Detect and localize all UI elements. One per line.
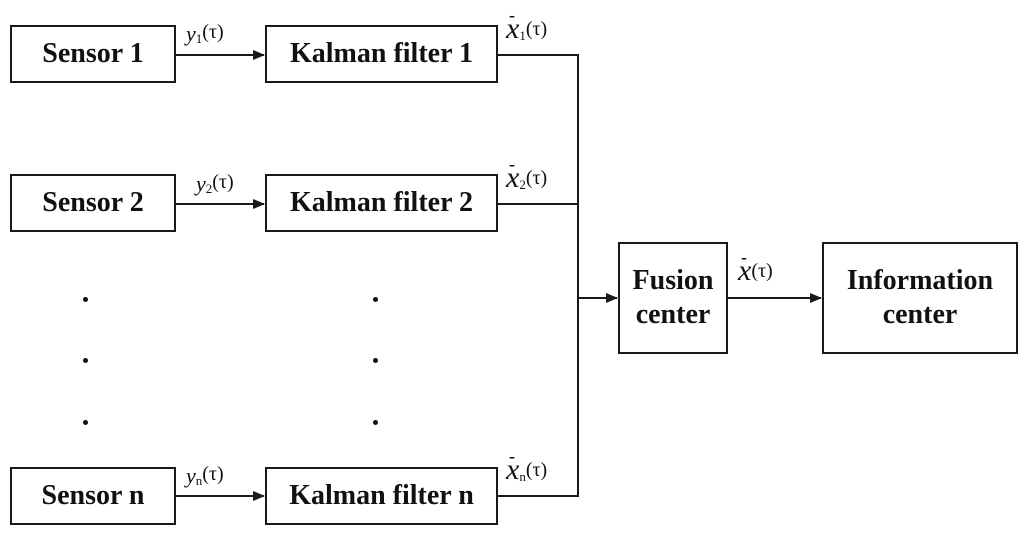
information-center-line1: Information xyxy=(846,265,994,296)
estimate-label-n: -xn(τ) xyxy=(506,446,548,486)
sensor-1-label: Sensor 1 xyxy=(42,38,144,69)
kalman-filter-n-label: Kalman filter n xyxy=(289,480,474,511)
ellipsis-dot-sensors-1 xyxy=(83,297,88,302)
information-center-box: Information center xyxy=(822,242,1018,354)
fusion-center-line2: center xyxy=(635,299,711,330)
sensor-n-label: Sensor n xyxy=(41,480,145,511)
fusion-center-line1: Fusion xyxy=(632,265,714,296)
line-filter1-bus xyxy=(498,54,579,497)
ellipsis-dot-filters-3 xyxy=(373,420,378,425)
measurement-label-1: y1(τ) xyxy=(186,21,224,46)
measurement-label-n: yn(τ) xyxy=(186,463,224,488)
ellipsis-dot-sensors-3 xyxy=(83,420,88,425)
fused-estimate-label: -x(τ) xyxy=(738,247,773,287)
kalman-filter-1-label: Kalman filter 1 xyxy=(289,38,473,69)
kalman-filter-n-box: Kalman filter n xyxy=(265,467,498,525)
sensor-2-label: Sensor 2 xyxy=(42,187,144,218)
ellipsis-dot-sensors-2 xyxy=(83,358,88,363)
kalman-filter-2-label: Kalman filter 2 xyxy=(289,187,473,218)
sensor-2-box: Sensor 2 xyxy=(10,174,176,232)
measurement-label-2: y2(τ) xyxy=(196,171,234,196)
sensor-n-box: Sensor n xyxy=(10,467,176,525)
estimate-label-2: -x2(τ) xyxy=(506,154,548,194)
kalman-filter-2-box: Kalman filter 2 xyxy=(265,174,498,232)
ellipsis-dot-filters-1 xyxy=(373,297,378,302)
sensor-1-box: Sensor 1 xyxy=(10,25,176,83)
fusion-center-box: Fusion center xyxy=(618,242,728,354)
information-center-line2: center xyxy=(882,299,958,330)
ellipsis-dot-filters-2 xyxy=(373,358,378,363)
kalman-filter-1-box: Kalman filter 1 xyxy=(265,25,498,83)
estimate-label-1: -x1(τ) xyxy=(506,5,548,45)
